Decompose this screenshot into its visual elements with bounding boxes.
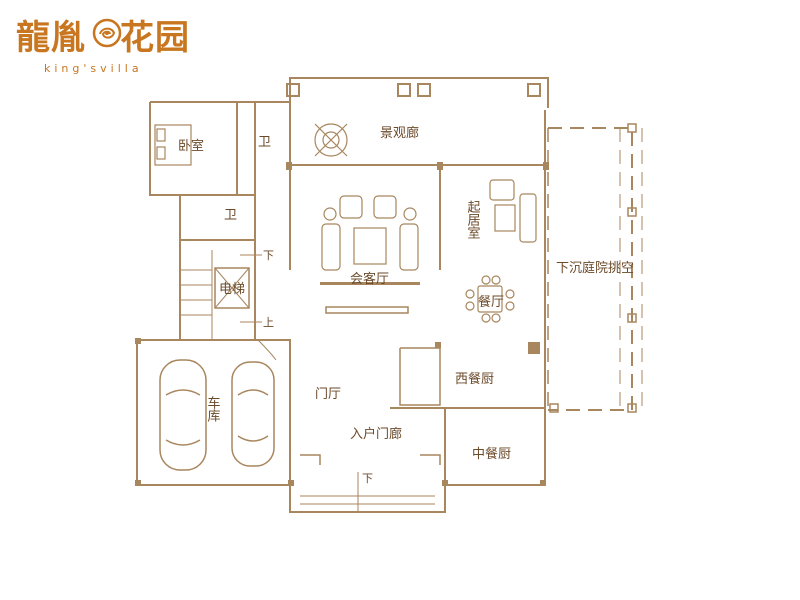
label-dining: 餐厅 xyxy=(478,294,504,310)
label-chinese-kitchen: 中餐厨 xyxy=(472,446,511,462)
brand-title-right: 花园 xyxy=(120,18,190,58)
label-wc1: 卫 xyxy=(258,135,271,150)
stair-down-2: 下 xyxy=(362,472,373,485)
sideboard xyxy=(325,306,409,314)
brand-logo: 龍胤花园 king'svilla xyxy=(10,10,200,80)
stair-down-1: 下 xyxy=(263,249,274,262)
sofa-set-icon xyxy=(321,195,419,271)
label-foyer: 门厅 xyxy=(315,387,341,402)
bed-icon xyxy=(154,124,192,166)
label-bedroom: 卧室 xyxy=(178,138,204,154)
room-divider xyxy=(320,282,420,285)
label-wc2: 卫 xyxy=(224,208,237,223)
label-family: 起居室 xyxy=(465,200,481,239)
stair-up: 上 xyxy=(263,316,274,329)
label-elevator: 电梯 xyxy=(219,282,245,297)
car-icon xyxy=(159,359,207,471)
family-sofa-icon xyxy=(489,179,537,243)
label-entry-corridor: 入户门廊 xyxy=(350,426,402,442)
label-living: 会客厅 xyxy=(350,271,389,287)
label-sunken: 下沉庭院挑空 xyxy=(556,260,634,276)
dining-table-icon xyxy=(465,275,515,323)
brand-title: 龍胤花园 xyxy=(16,10,190,59)
label-garage: 车库 xyxy=(205,395,221,423)
rosette-ornament-icon xyxy=(314,123,348,157)
car-icon-2 xyxy=(231,361,275,467)
brand-title-left: 龍胤 xyxy=(16,18,86,58)
label-western-kitchen: 西餐厨 xyxy=(455,371,494,387)
label-gallery: 景观廊 xyxy=(380,125,419,141)
brand-subtitle: king'svilla xyxy=(44,62,143,75)
dragon-emblem-icon xyxy=(92,18,122,48)
